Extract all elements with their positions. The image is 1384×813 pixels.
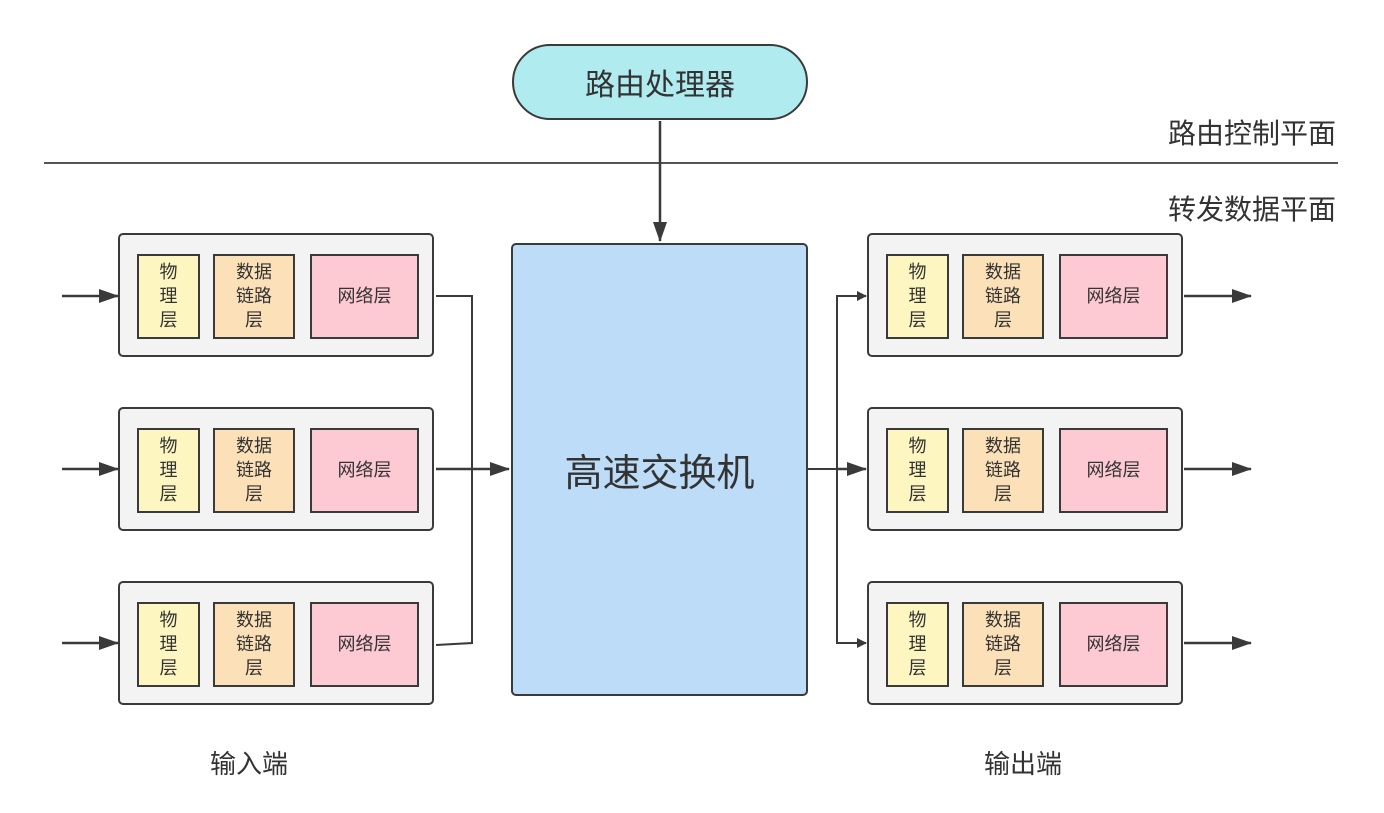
physical-layer-text: 物 [159,609,178,631]
output-port-1: 物 理 层 数据 链路 层 网络层 [867,233,1183,357]
physical-layer-text: 层 [908,657,927,679]
physical-layer: 物 理 层 [137,428,200,513]
physical-layer: 物 理 层 [886,602,949,687]
physical-layer-text: 理 [159,633,178,655]
datalink-layer: 数据 链路 层 [962,254,1044,339]
network-layer: 网络层 [1059,602,1168,687]
physical-layer-text: 层 [159,309,178,331]
switch-fabric: 高速交换机 [511,243,808,696]
datalink-layer-text: 数据 [985,261,1021,283]
datalink-layer-text: 数据 [985,435,1021,457]
datalink-layer-text: 层 [245,309,263,331]
input-port-3: 物 理 层 数据 链路 层 网络层 [118,581,434,705]
network-layer: 网络层 [310,602,419,687]
physical-layer-text: 物 [159,435,178,457]
datalink-layer-text: 数据 [985,609,1021,631]
datalink-layer-text: 链路 [236,459,272,481]
network-layer: 网络层 [310,428,419,513]
datalink-layer: 数据 链路 层 [962,602,1044,687]
datalink-layer-text: 链路 [985,285,1021,307]
control-plane-label: 路由控制平面 [1167,117,1336,150]
network-layer: 网络层 [1059,254,1168,339]
forwarding-plane-label: 转发数据平面 [1167,193,1336,226]
datalink-layer-text: 链路 [985,633,1021,655]
physical-layer-text: 物 [908,261,927,283]
physical-layer-text: 物 [908,609,927,631]
datalink-layer-text: 层 [245,657,263,679]
physical-layer: 物 理 层 [886,428,949,513]
input-port-3-to-switch [435,469,473,646]
datalink-layer-text: 层 [994,483,1012,505]
datalink-layer-text: 层 [245,483,263,505]
datalink-layer-text: 链路 [985,459,1021,481]
physical-layer-text: 层 [159,483,178,505]
network-layer: 网络层 [310,254,419,339]
datalink-layer-text: 数据 [236,609,272,631]
physical-layer-text: 理 [159,285,178,307]
physical-layer-text: 理 [159,459,178,481]
datalink-layer-text: 链路 [236,285,272,307]
physical-layer-text: 物 [159,261,178,283]
datalink-layer-text: 数据 [236,261,272,283]
network-layer: 网络层 [1059,428,1168,513]
output-port-2: 物 理 层 数据 链路 层 网络层 [867,407,1183,531]
input-port-2: 物 理 层 数据 链路 层 网络层 [118,407,434,531]
physical-layer-text: 理 [908,633,927,655]
physical-layer-text: 理 [908,285,927,307]
datalink-layer: 数据 链路 层 [213,254,295,339]
physical-layer: 物 理 层 [137,602,200,687]
routing-processor: 路由处理器 [512,44,808,120]
datalink-layer: 数据 链路 层 [213,428,295,513]
output-port-3: 物 理 层 数据 链路 层 网络层 [867,581,1183,705]
physical-layer: 物 理 层 [886,254,949,339]
switch-to-output-3 [836,469,867,648]
datalink-layer: 数据 链路 层 [962,428,1044,513]
input-side-label: 输入端 [210,750,289,780]
datalink-layer-text: 层 [994,309,1012,331]
physical-layer-text: 理 [908,459,927,481]
physical-layer-text: 层 [908,483,927,505]
datalink-layer-text: 链路 [236,633,272,655]
output-side-label: 输出端 [984,750,1063,780]
datalink-layer-text: 数据 [236,435,272,457]
physical-layer-text: 物 [908,435,927,457]
physical-layer-text: 层 [159,657,178,679]
physical-layer: 物 理 层 [137,254,200,339]
physical-layer-text: 层 [908,309,927,331]
datalink-layer-text: 层 [994,657,1012,679]
datalink-layer: 数据 链路 层 [213,602,295,687]
switch-to-output-1 [836,291,867,469]
input-port-1: 物 理 层 数据 链路 层 网络层 [118,233,434,357]
input-port-1-to-switch [436,295,473,469]
